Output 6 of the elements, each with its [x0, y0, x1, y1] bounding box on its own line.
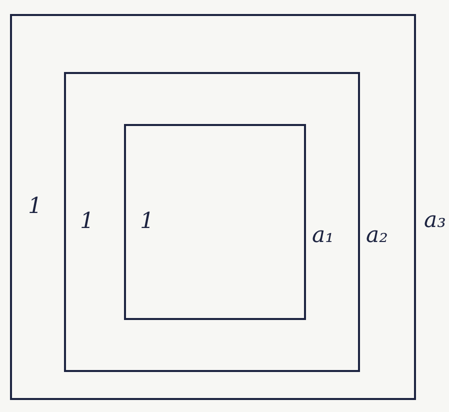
square-label: a₁	[312, 224, 334, 248]
square-label: a₃	[424, 209, 446, 233]
side-label: 1	[140, 210, 154, 234]
side-label: 1	[80, 210, 94, 234]
side-label: 1	[28, 195, 42, 219]
square-label: a₂	[366, 224, 388, 248]
